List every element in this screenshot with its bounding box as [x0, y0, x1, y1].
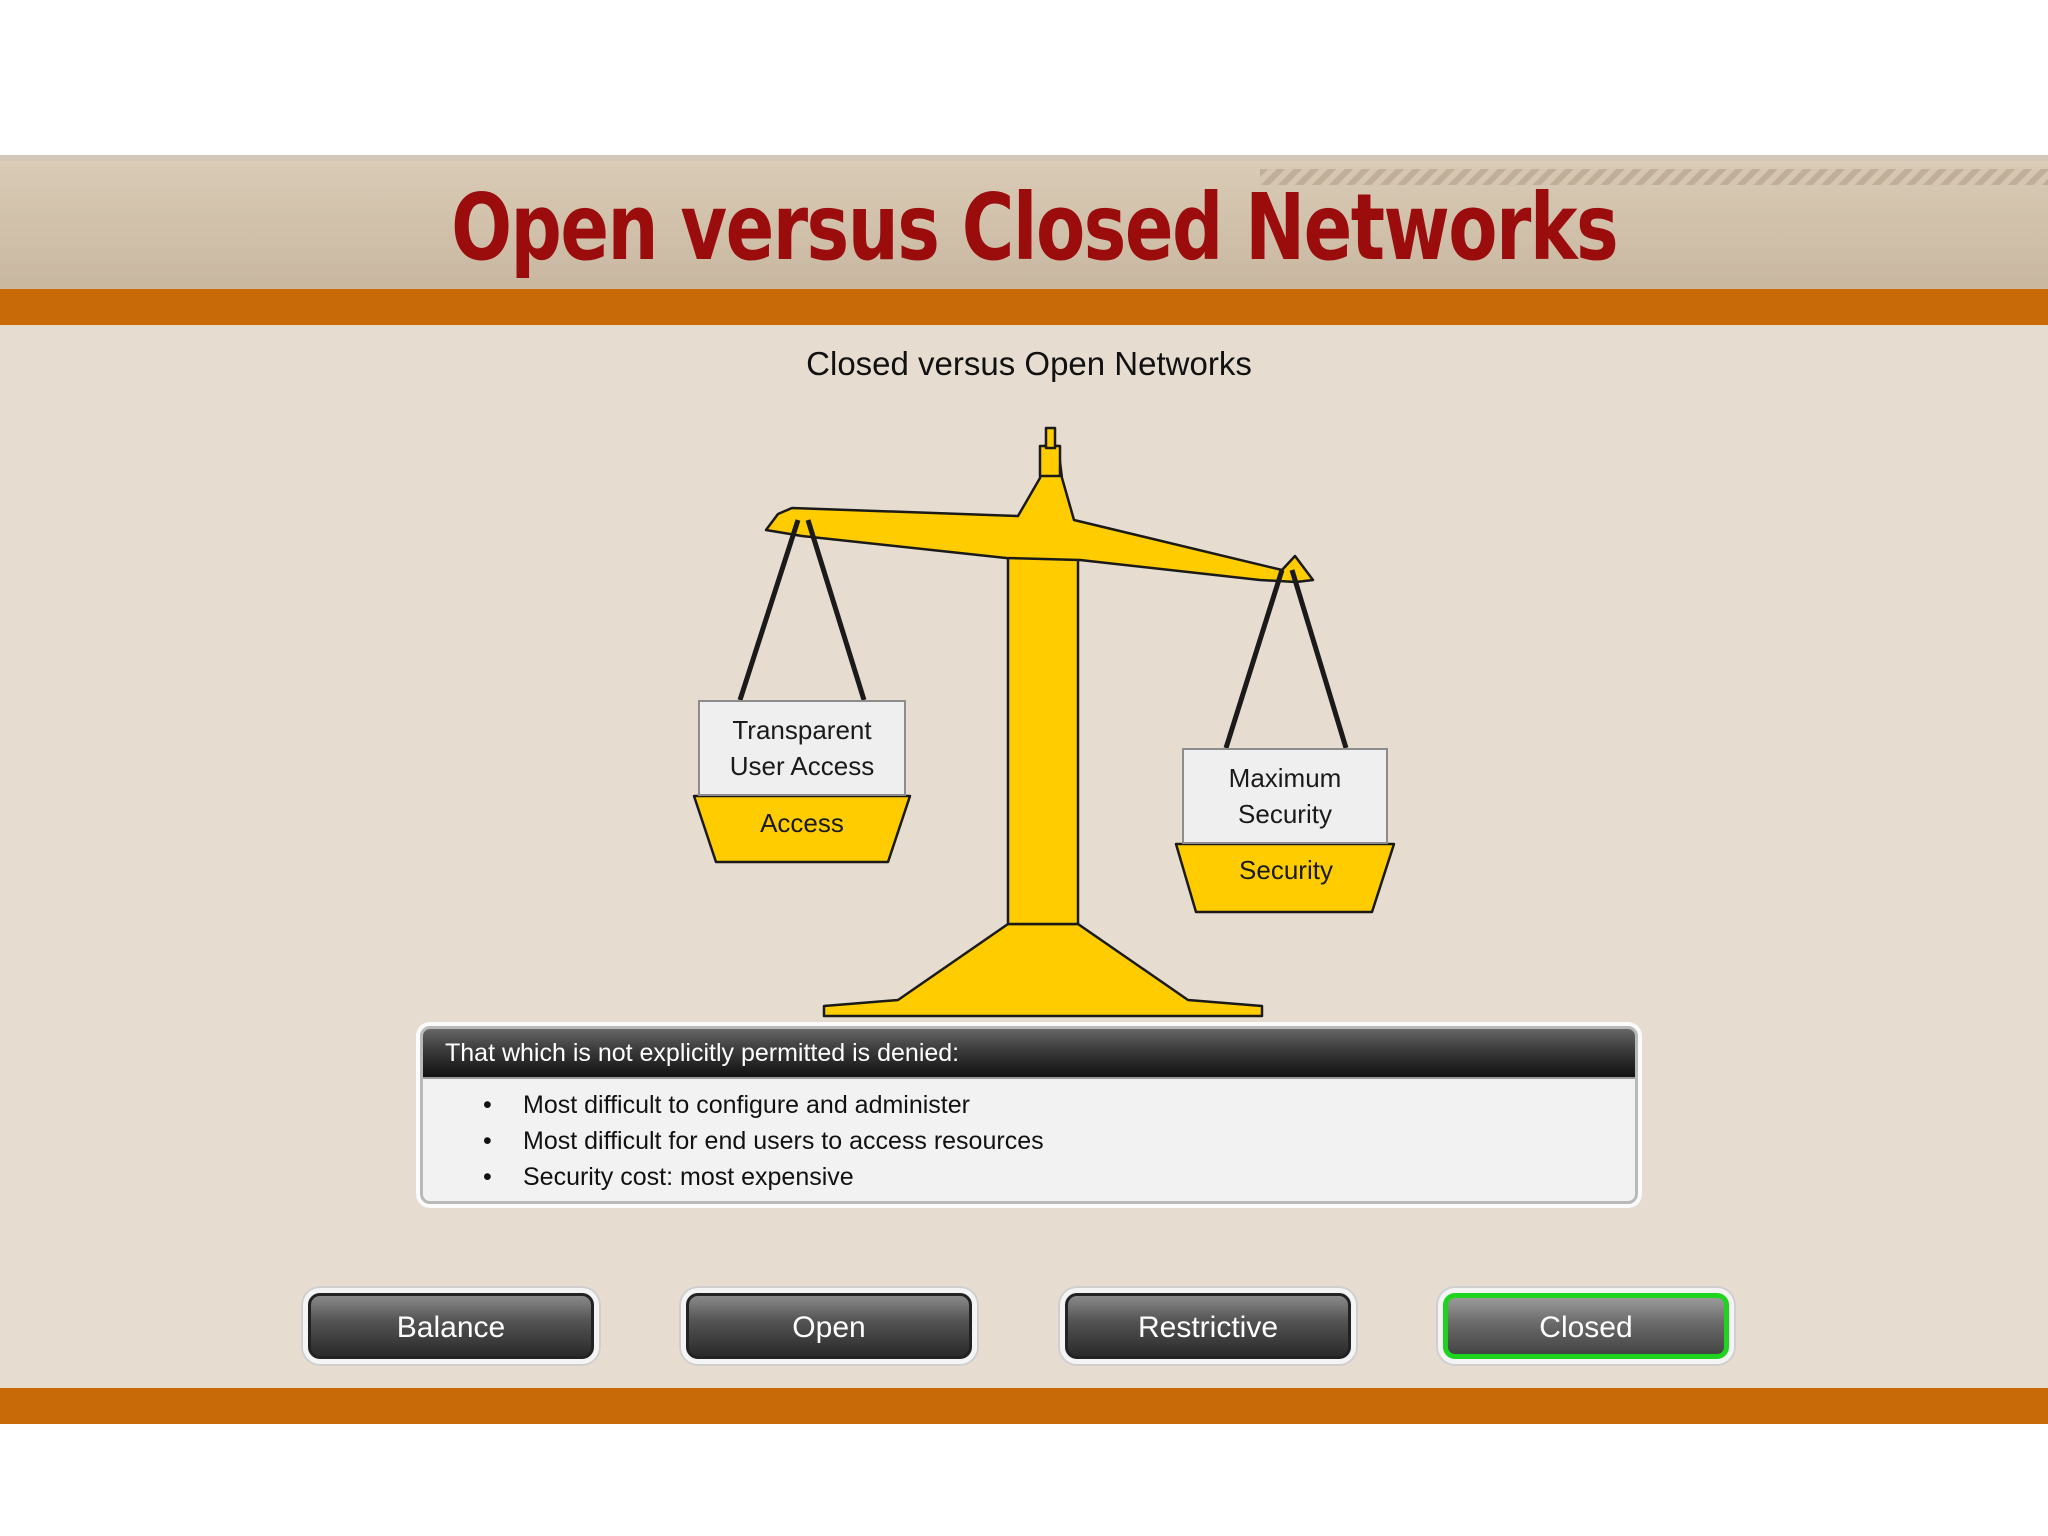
closed-button[interactable]: Closed: [1443, 1293, 1729, 1359]
left-pan-label: Transparent User Access: [698, 700, 906, 796]
balance-button[interactable]: Balance: [308, 1293, 594, 1359]
diagram-title: Closed versus Open Networks: [806, 345, 1252, 382]
list-item: • Most difficult to configure and adminis…: [423, 1087, 1635, 1123]
right-pan-label-line1: Maximum: [1228, 763, 1342, 793]
info-box: That which is not explicitly permitted i…: [420, 1026, 1638, 1204]
top-accent-bar: [0, 289, 2048, 325]
slide-title: Open versus Closed Networks: [451, 174, 1619, 281]
list-item-text: Security cost: most expensive: [523, 1163, 854, 1191]
title-band: Open versus Closed Networks: [0, 155, 2048, 289]
decorative-hatch: [1260, 169, 2048, 185]
right-pan-weight-label: Security: [1239, 855, 1333, 885]
list-item: • Most difficult for end users to access …: [423, 1123, 1635, 1159]
content-area: [0, 325, 2048, 1388]
info-box-list: • Most difficult to configure and adminis…: [423, 1087, 1635, 1195]
list-item: • Security cost: most expensive: [423, 1159, 1635, 1195]
open-button[interactable]: Open: [686, 1293, 972, 1359]
info-box-header: That which is not explicitly permitted i…: [423, 1029, 1635, 1079]
right-pan-label-line2: Security: [1238, 799, 1332, 829]
bullet-icon: •: [483, 1163, 492, 1191]
left-pan-label-line1: Transparent: [732, 715, 872, 745]
bullet-icon: •: [483, 1127, 492, 1155]
list-item-text: Most difficult for end users to access r…: [523, 1127, 1044, 1155]
restrictive-button[interactable]: Restrictive: [1065, 1293, 1351, 1359]
list-item-text: Most difficult to configure and administ…: [523, 1091, 970, 1119]
right-pan-label: Maximum Security: [1182, 748, 1388, 844]
bullet-icon: •: [483, 1091, 492, 1119]
bottom-accent-bar: [0, 1388, 2048, 1424]
left-pan-label-line2: User Access: [729, 751, 875, 781]
left-pan-weight-label: Access: [760, 808, 844, 838]
